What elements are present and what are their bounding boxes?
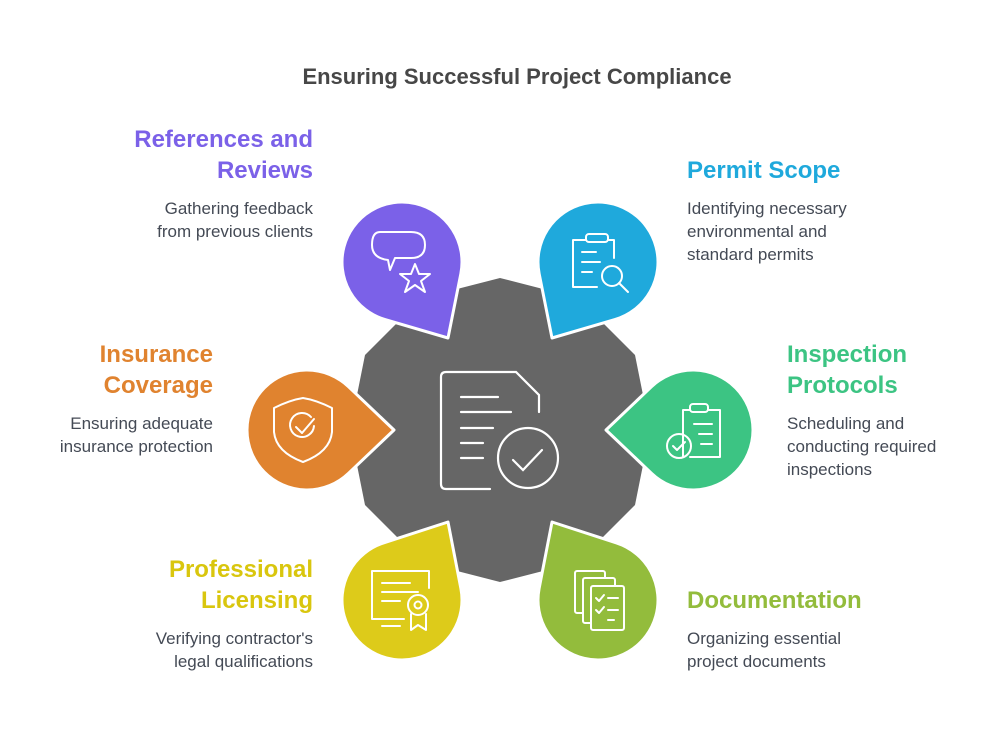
teardrop-permit (536, 200, 660, 340)
document-check-icon (439, 370, 560, 491)
center-hub (350, 278, 650, 582)
teardrop-inspection (604, 368, 755, 492)
shield-check-icon (273, 397, 333, 463)
clipboard-check-icon (666, 403, 721, 459)
clipboard-search-icon (572, 233, 629, 293)
chat-star-icon (371, 231, 431, 293)
teardrop-references (340, 200, 464, 340)
diagram-title: Ensuring Successful Project Compliance (302, 64, 732, 89)
documents-checklist-icon (574, 570, 625, 631)
teardrop-insurance (245, 368, 396, 492)
item-title: Documentation (687, 587, 862, 614)
item-title: Permit Scope (687, 157, 841, 184)
certificate-icon (371, 570, 430, 631)
teardrop-licensing (340, 520, 464, 662)
